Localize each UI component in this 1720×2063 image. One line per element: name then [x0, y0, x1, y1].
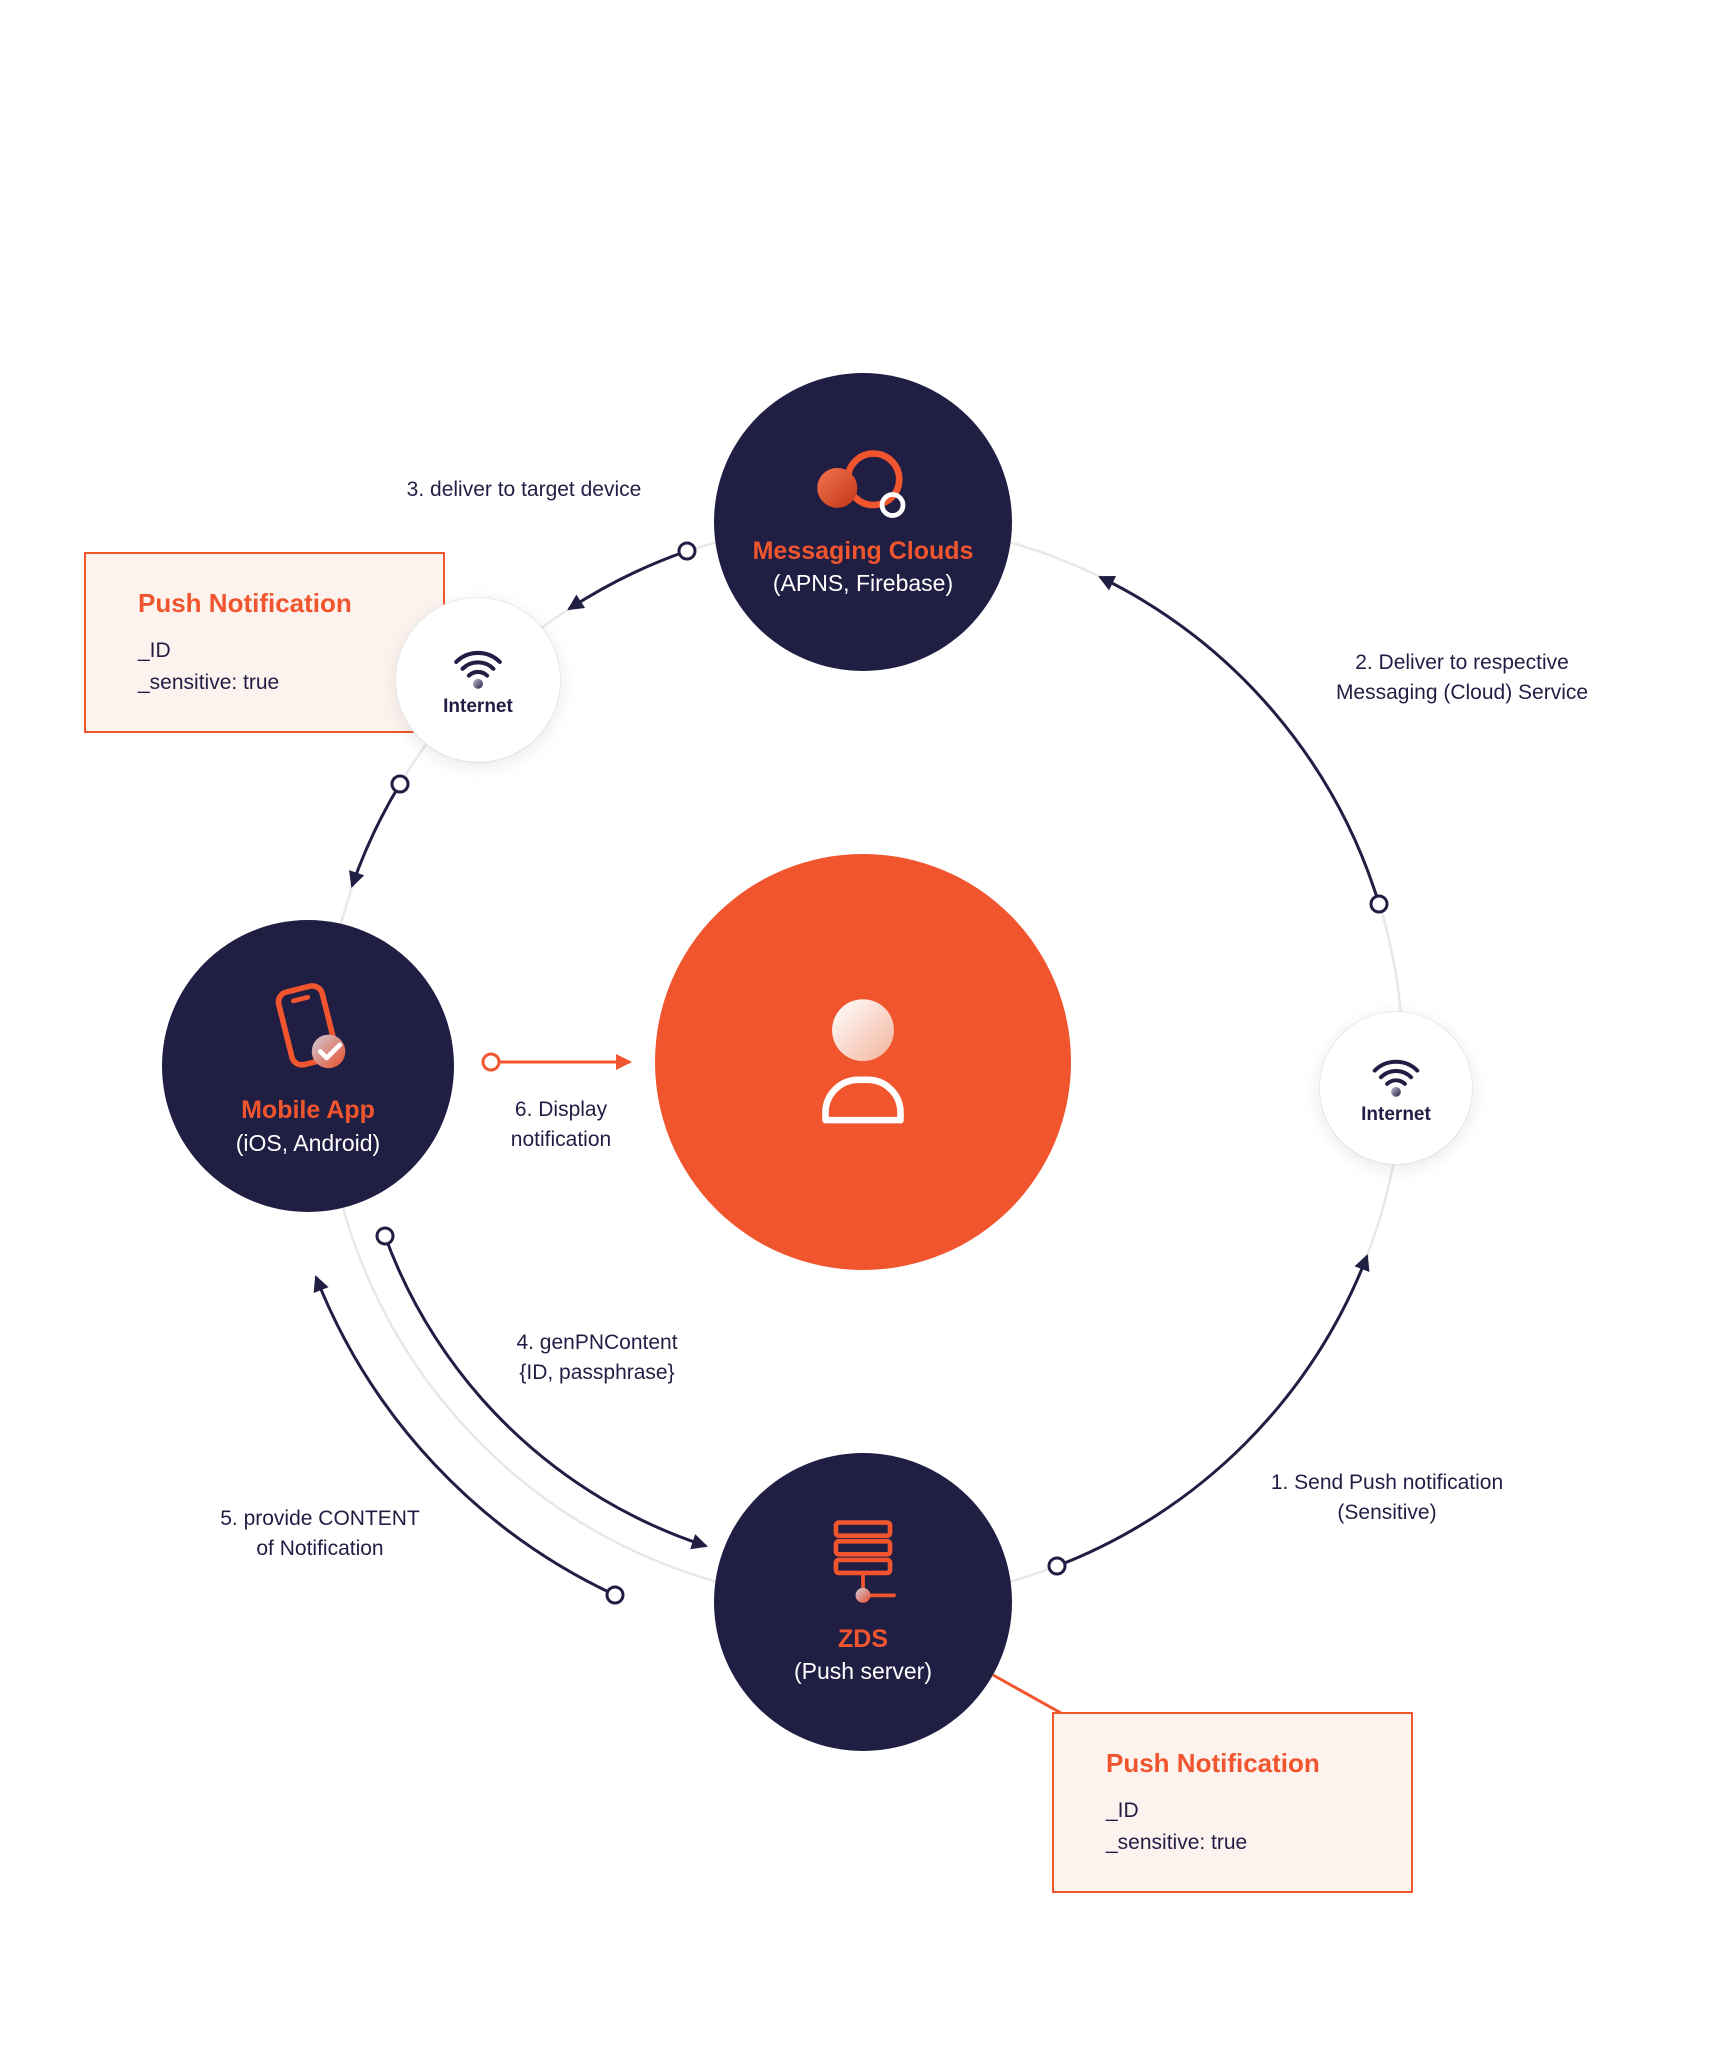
cloud-icon	[817, 450, 906, 518]
label-line: of Notification	[256, 1537, 384, 1561]
node-title: Messaging Clouds	[752, 536, 974, 565]
node-subtitle: (APNS, Firebase)	[772, 570, 954, 597]
label-step4: 4. genPNContent {ID, passphrase}	[417, 1328, 777, 1389]
label-step3: 3. deliver to target device	[324, 475, 724, 505]
person-icon	[822, 999, 904, 1124]
label-line: 5. provide CONTENT	[220, 1507, 420, 1530]
label-step1: 1. Send Push notification (Sensitive)	[1187, 1468, 1587, 1529]
internet-label: Internet	[1361, 1103, 1431, 1125]
callout-connector-zds	[992, 1673, 1062, 1715]
internet-label: Internet	[443, 696, 513, 717]
label-line: {ID, passphrase}	[519, 1361, 675, 1385]
label-line: 2. Deliver to respective	[1355, 651, 1569, 674]
arrow-step1-send-push	[1056, 1254, 1370, 1568]
callout-title: Push Notification	[1106, 1748, 1320, 1778]
label-step6: 6. Display notification	[441, 1095, 681, 1156]
node-messaging-clouds: Messaging Clouds (APNS, Firebase)	[714, 373, 1012, 671]
label-line: 4. genPNContent	[516, 1331, 678, 1354]
label-step2: 2. Deliver to respective Messaging (Clou…	[1262, 648, 1662, 709]
arrow-step5-provide-content	[313, 1275, 616, 1597]
callout-field-sensitive: _sensitive: true	[138, 670, 280, 694]
label-line: 1. Send Push notification	[1270, 1471, 1504, 1494]
arrow-start-dot	[390, 774, 410, 794]
callout-push-notification-top-left: Push Notification _ID _sensitive: true	[84, 552, 445, 733]
callout-field-id: _ID	[138, 639, 171, 662]
node-internet-top-left: Internet	[396, 598, 560, 762]
arrow-start-dot	[1369, 894, 1389, 914]
server-icon	[833, 1520, 896, 1603]
arrow-start-dot	[677, 541, 697, 561]
node-user	[655, 854, 1071, 1270]
arrow-step4-genpncontent	[383, 1235, 708, 1550]
wifi-icon	[454, 651, 502, 689]
arrow-step2-deliver-to-cloud	[1098, 575, 1381, 905]
arrow-start-dot	[1047, 1556, 1067, 1576]
label-line: 6. Display	[514, 1098, 608, 1121]
callout-field-id: _ID	[1106, 1799, 1139, 1822]
label-line: notification	[510, 1128, 612, 1152]
node-internet-right: Internet	[1320, 1012, 1472, 1164]
callout-push-notification-bottom-right: Push Notification _ID _sensitive: true	[1052, 1712, 1413, 1893]
arrow-start-dot	[605, 1585, 625, 1605]
node-subtitle: (iOS, Android)	[235, 1129, 381, 1156]
arrow-start-dot	[375, 1226, 395, 1246]
callout-field-sensitive: _sensitive: true	[1106, 1830, 1248, 1854]
node-mobile-app: Mobile App (iOS, Android)	[162, 920, 454, 1212]
node-title: ZDS	[838, 1624, 888, 1653]
label-line: 3. deliver to target device	[406, 478, 642, 501]
label-line: Messaging (Cloud) Service	[1335, 681, 1589, 705]
label-step5: 5. provide CONTENT of Notification	[120, 1504, 520, 1565]
node-subtitle: (Push server)	[793, 1658, 933, 1685]
arrow-step3-deliver-to-device	[567, 549, 688, 611]
smartphone-check-icon	[275, 983, 346, 1069]
label-line: (Sensitive)	[1337, 1501, 1437, 1525]
node-zds-push-server: ZDS (Push server)	[714, 1453, 1012, 1751]
wifi-icon	[1372, 1059, 1420, 1097]
arrow-start-dot	[481, 1052, 501, 1072]
node-title: Mobile App	[241, 1096, 375, 1125]
callout-title: Push Notification	[138, 588, 352, 618]
